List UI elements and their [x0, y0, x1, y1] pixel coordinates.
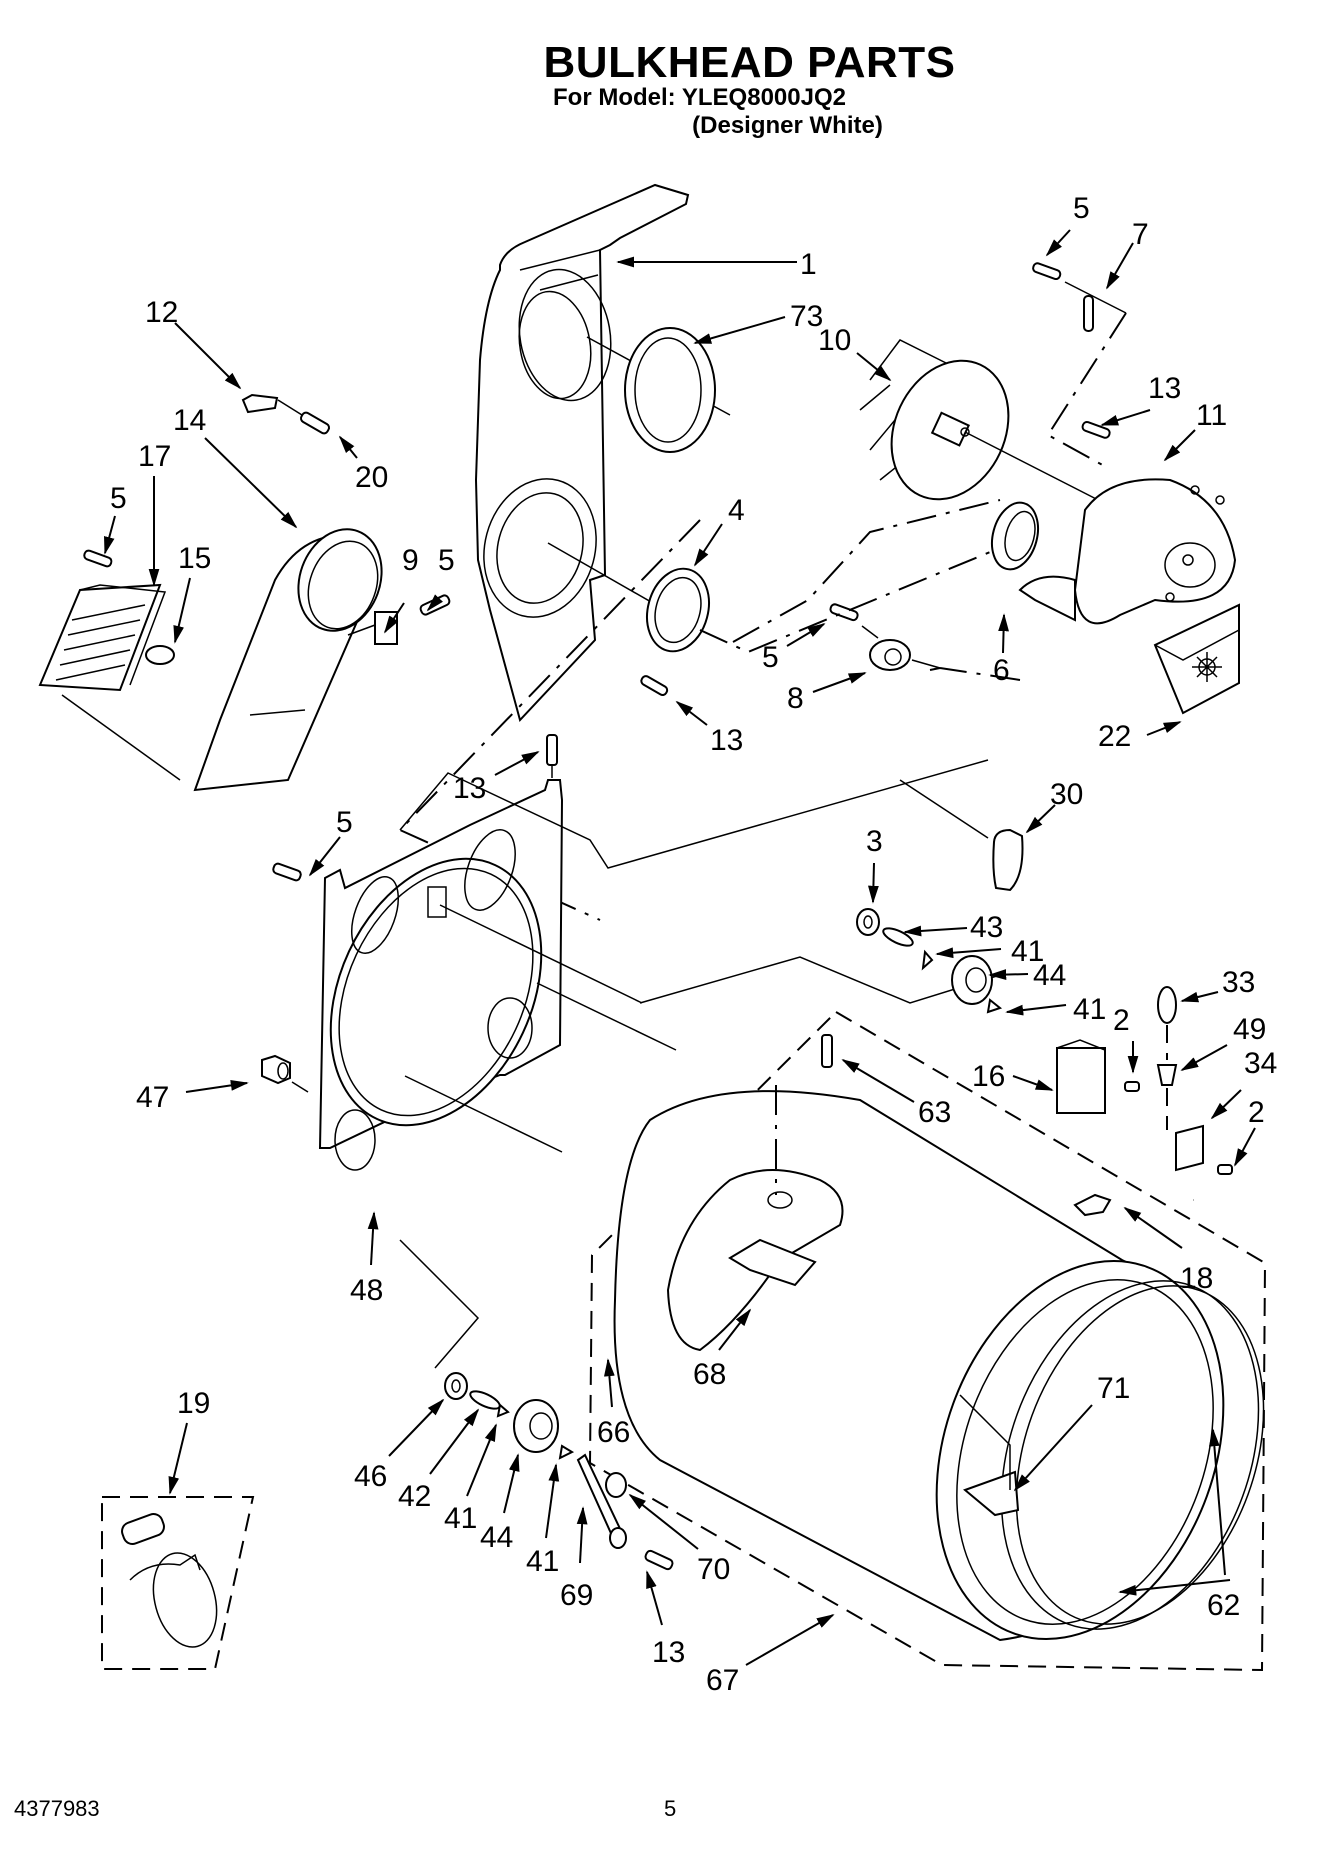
- part-drum-seal-62: [1000, 1280, 1265, 1630]
- screw-63: [821, 1034, 833, 1068]
- part-heater-17: [38, 583, 181, 781]
- callout-41: 41: [526, 1545, 559, 1578]
- callout-6: 6: [993, 654, 1010, 687]
- screw-5-top: [1032, 262, 1062, 281]
- callout-13: 13: [453, 772, 486, 805]
- callout-41: 41: [1011, 935, 1044, 968]
- callout-47: 47: [136, 1081, 169, 1114]
- callout-22: 22: [1098, 720, 1131, 753]
- callout-66: 66: [597, 1416, 630, 1449]
- callout-49: 49: [1233, 1013, 1266, 1046]
- callout-30: 30: [1050, 778, 1083, 811]
- part-blower-housing-11: [1018, 478, 1237, 625]
- callout-71: 71: [1097, 1372, 1130, 1405]
- callout-44: 44: [480, 1521, 513, 1554]
- part-switch-16: [1056, 1039, 1140, 1114]
- screw-13-center: [640, 675, 669, 696]
- part-baffle-71: [959, 1394, 1020, 1517]
- callout-5: 5: [110, 482, 127, 515]
- screw-5-center: [829, 603, 859, 622]
- callout-12: 12: [145, 296, 178, 329]
- callout-labels: 1 73 5 7 10 13 11 12 20 14 17 5 15 9 5 4…: [110, 192, 1277, 1697]
- callout-68: 68: [693, 1358, 726, 1391]
- callout-33: 33: [1222, 966, 1255, 999]
- part-knob-30: [899, 779, 1024, 892]
- callout-2: 2: [1113, 1004, 1130, 1037]
- part-roller-lower: [399, 1239, 674, 1571]
- part-seal-73: [624, 327, 716, 453]
- part-clip-18: [1073, 1193, 1112, 1217]
- part-housing-seal-6: [990, 501, 1040, 571]
- callout-3: 3: [866, 825, 883, 858]
- callout-46: 46: [354, 1460, 387, 1493]
- callout-41: 41: [1073, 993, 1106, 1026]
- screw-13-top: [1081, 420, 1111, 439]
- screw-5-lower: [272, 862, 302, 882]
- screw-5-mid: [419, 594, 451, 616]
- callout-17: 17: [138, 440, 171, 473]
- callout-5: 5: [762, 641, 779, 674]
- part-baffle-68: [666, 1085, 844, 1352]
- callout-5: 5: [438, 544, 455, 577]
- callout-70: 70: [697, 1553, 730, 1586]
- callout-13: 13: [1148, 372, 1181, 405]
- callout-20: 20: [355, 461, 388, 494]
- part-plate-34: [1175, 1124, 1233, 1175]
- part-blower-wheel-10: [859, 339, 1109, 506]
- callout-4: 4: [728, 494, 745, 527]
- callout-5: 5: [1073, 192, 1090, 225]
- callout-43: 43: [970, 911, 1003, 944]
- callout-10: 10: [818, 324, 851, 357]
- callout-19: 19: [177, 1387, 210, 1420]
- callout-1: 1: [800, 248, 817, 281]
- callout-8: 8: [787, 682, 804, 715]
- part-heater-duct-14: [193, 528, 383, 792]
- page-number: 5: [664, 1796, 677, 1821]
- callout-16: 16: [972, 1060, 1005, 1093]
- part-kit-19: [101, 1496, 255, 1670]
- part-nut-47: [261, 1054, 309, 1093]
- part-rear-duct: [474, 183, 731, 722]
- callout-63: 63: [918, 1096, 951, 1129]
- callout-7: 7: [1132, 218, 1149, 251]
- callout-48: 48: [350, 1274, 383, 1307]
- callout-5: 5: [336, 806, 353, 839]
- callout-2: 2: [1248, 1096, 1265, 1129]
- document-number: 4377983: [14, 1796, 100, 1821]
- part-roller-upper: [856, 908, 1003, 1014]
- leader-lines: [104, 229, 1256, 1666]
- screw-13-bulkhead: [546, 734, 558, 778]
- callout-62: 62: [1207, 1589, 1240, 1622]
- part-duct-seal-4: [646, 567, 710, 653]
- callout-9: 9: [402, 544, 419, 577]
- callout-44: 44: [1033, 959, 1066, 992]
- callout-13: 13: [710, 724, 743, 757]
- page-title: BULKHEAD PARTS: [543, 38, 956, 87]
- callout-11: 11: [1196, 399, 1227, 432]
- callout-18: 18: [1180, 1262, 1213, 1295]
- part-thermal-fuse-8: [861, 625, 941, 671]
- model-line: For Model: YLEQ8000JQ2: [553, 84, 846, 111]
- callout-42: 42: [398, 1480, 431, 1513]
- callout-14: 14: [173, 404, 206, 437]
- part-lamp-33: [1156, 986, 1178, 1130]
- callout-13: 13: [652, 1636, 685, 1669]
- part-clip-7: [1046, 281, 1127, 469]
- callout-69: 69: [560, 1579, 593, 1612]
- part-front-bulkhead-48: [318, 779, 677, 1171]
- callout-67: 67: [706, 1664, 739, 1697]
- callout-41: 41: [444, 1502, 477, 1535]
- screw-5-left: [83, 549, 113, 568]
- callout-15: 15: [178, 542, 211, 575]
- model-variant: (Designer White): [692, 112, 883, 139]
- callout-73: 73: [790, 300, 823, 333]
- part-bracket-12: [241, 393, 331, 435]
- callout-34: 34: [1244, 1047, 1277, 1080]
- part-label-22: [1153, 603, 1240, 715]
